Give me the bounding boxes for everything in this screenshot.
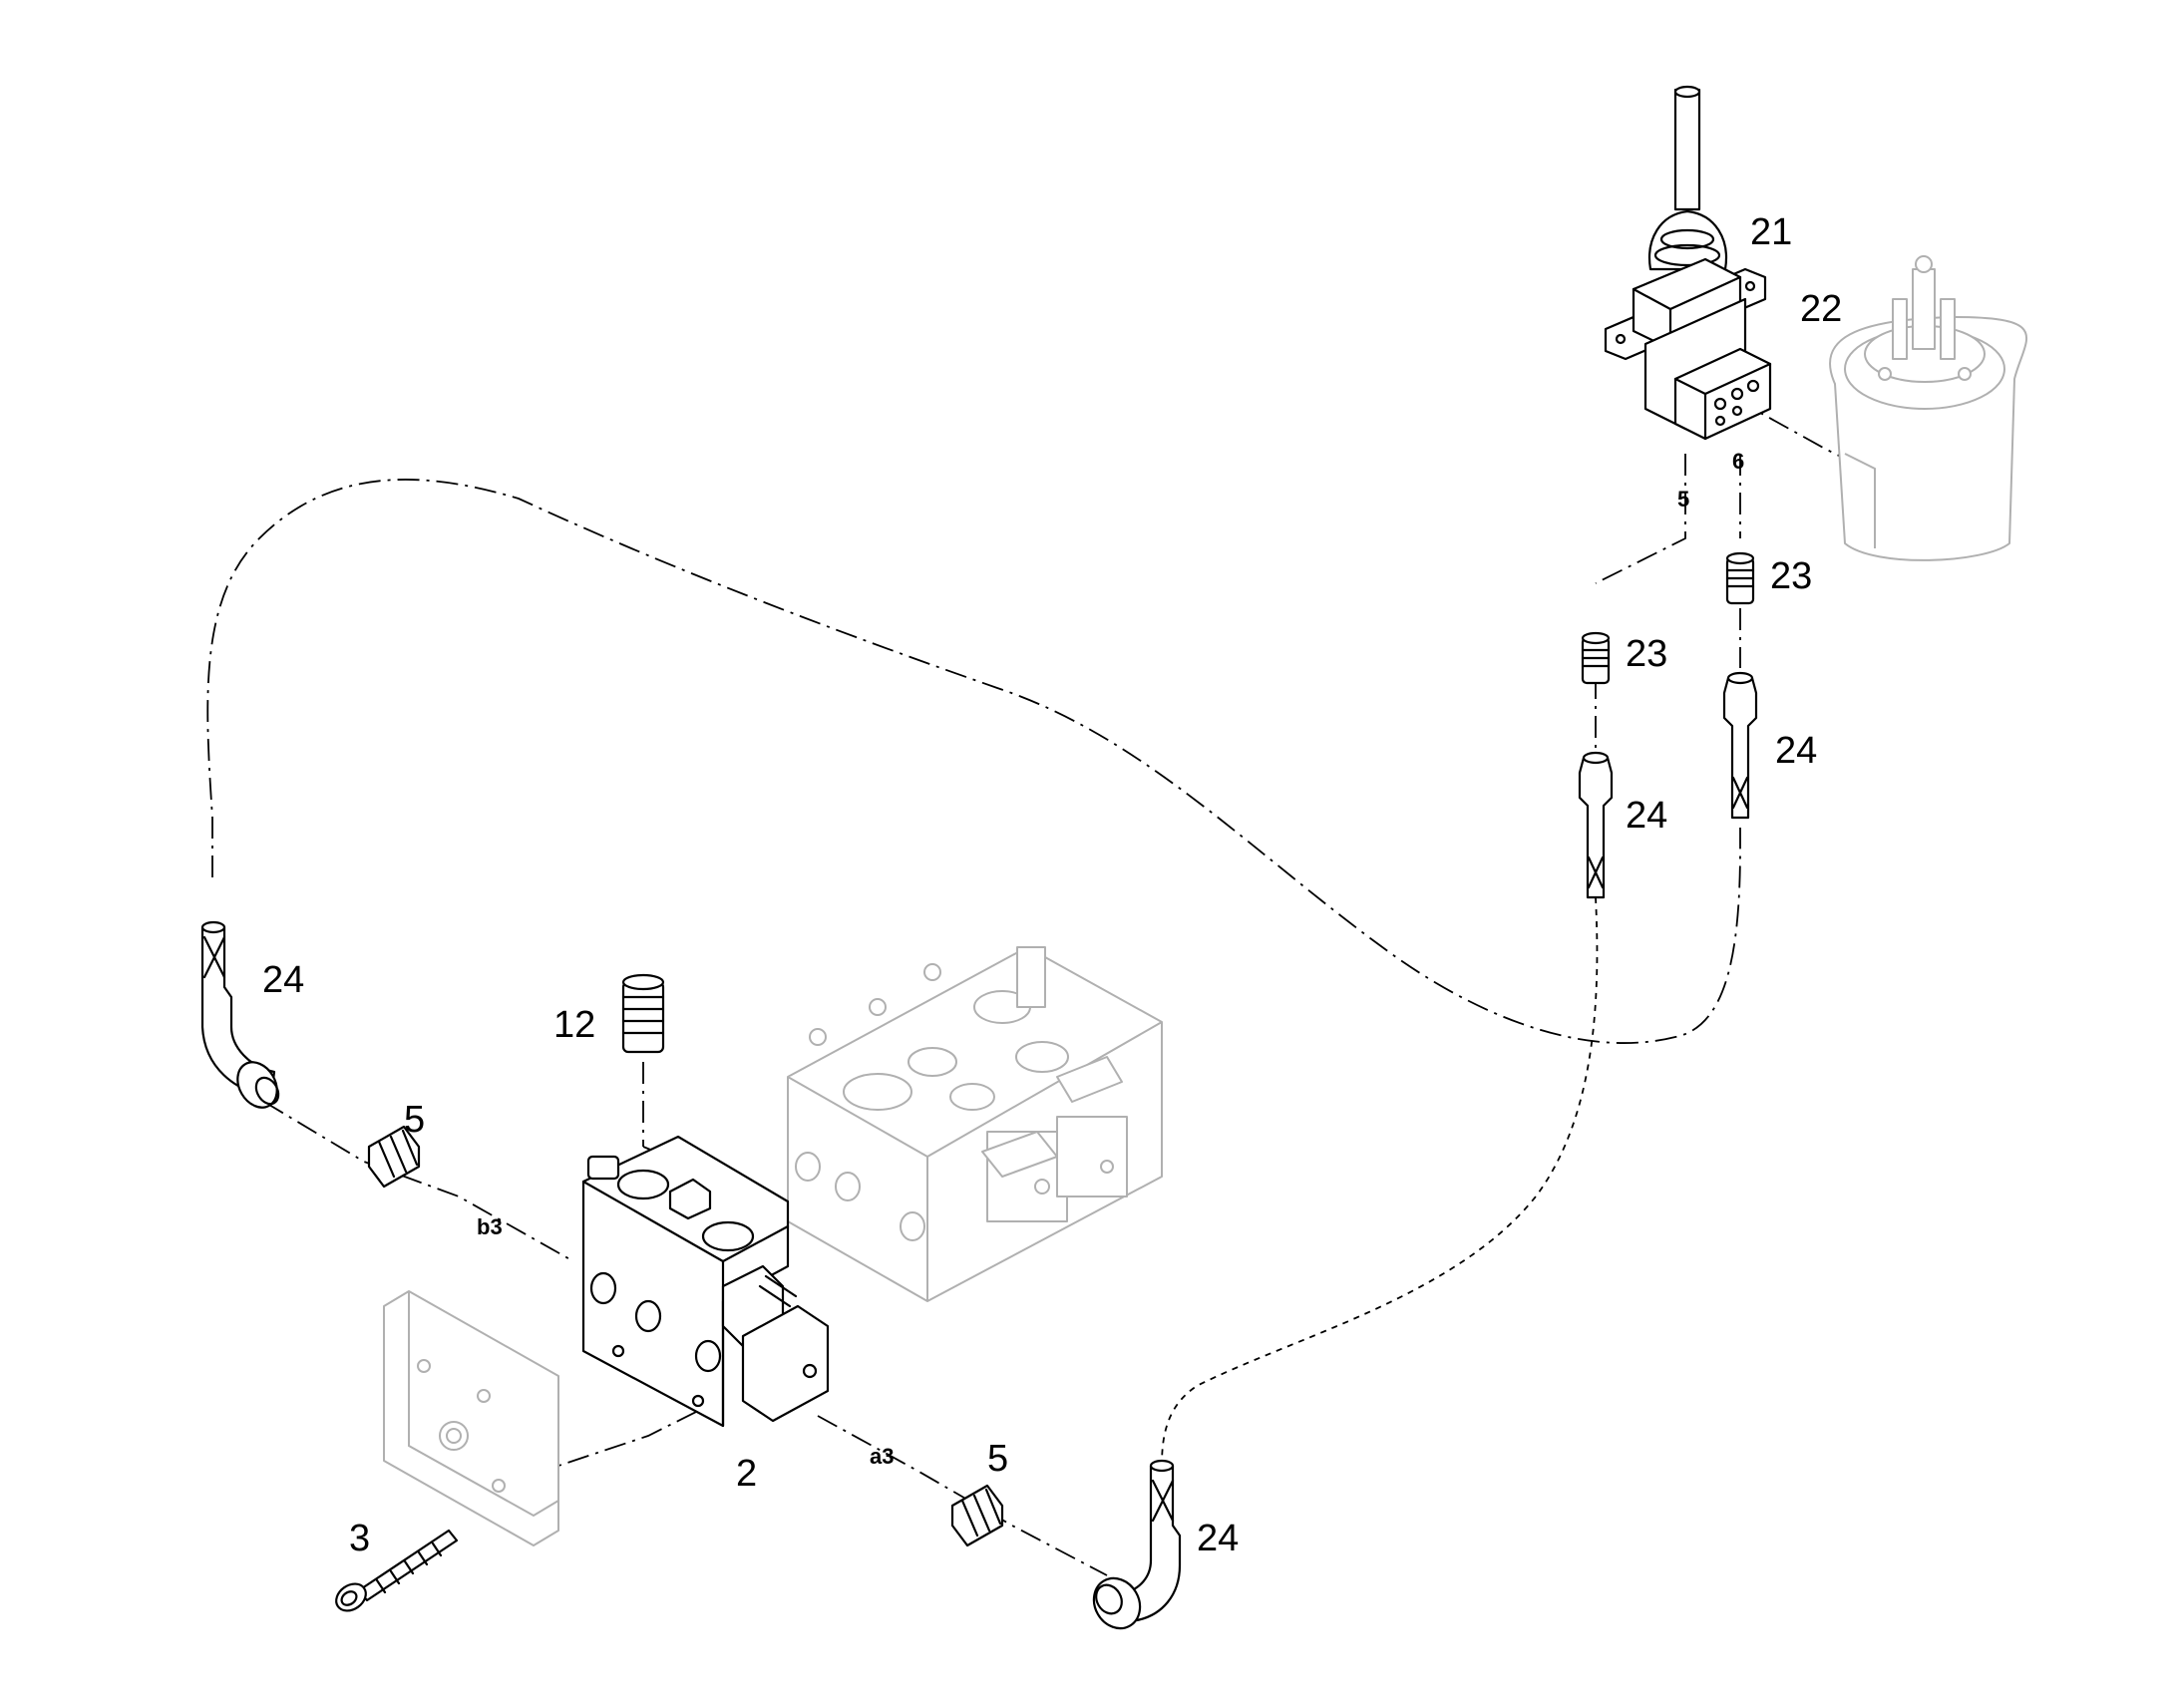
callout-24-bottom-right: 24 [1197, 1518, 1239, 1559]
port-b3: b3 [477, 1214, 503, 1239]
callout-24-top-left: 24 [262, 959, 304, 1001]
callout-labels: 21 22 23 23 24 24 24 12 5 5 2 3 24 [262, 211, 1842, 1559]
callout-21: 21 [1750, 211, 1792, 253]
valve-section-2 [581, 1135, 830, 1428]
cover-plate [383, 1290, 559, 1546]
callout-23-left: 23 [1626, 633, 1667, 675]
port-labels: 5 6 b3 a3 [477, 449, 1744, 1469]
callout-2: 2 [736, 1453, 757, 1495]
callout-3: 3 [349, 1518, 370, 1559]
callout-12: 12 [553, 1004, 595, 1046]
hose-24-mid-right [1722, 671, 1758, 820]
callout-24-mid-left: 24 [1626, 795, 1667, 837]
fitting-23-right [1725, 551, 1755, 605]
pump-motor [1829, 255, 2028, 561]
fitting-23-left [1581, 631, 1611, 685]
hose-24-mid-left [1578, 751, 1614, 899]
joystick-21 [1604, 85, 1767, 431]
hose-24-top-left [200, 920, 280, 1109]
fitting-12 [621, 973, 665, 1054]
callout-24-mid-right: 24 [1775, 730, 1817, 772]
main-valve-bank [787, 946, 1163, 1302]
valve-block-22 [1673, 347, 1772, 441]
callout-5-upper: 5 [404, 1099, 425, 1141]
hose-24-bottom-right [1092, 1459, 1182, 1630]
port-6: 6 [1732, 449, 1744, 474]
port-a3: a3 [870, 1444, 894, 1469]
port-5: 5 [1677, 487, 1689, 512]
fitting-5-lower [950, 1484, 1004, 1547]
fitting-5-upper [367, 1125, 421, 1189]
bolt-3 [335, 1529, 459, 1612]
callout-23-right: 23 [1770, 555, 1812, 597]
callout-5-lower: 5 [987, 1438, 1008, 1480]
callout-22: 22 [1800, 288, 1842, 330]
